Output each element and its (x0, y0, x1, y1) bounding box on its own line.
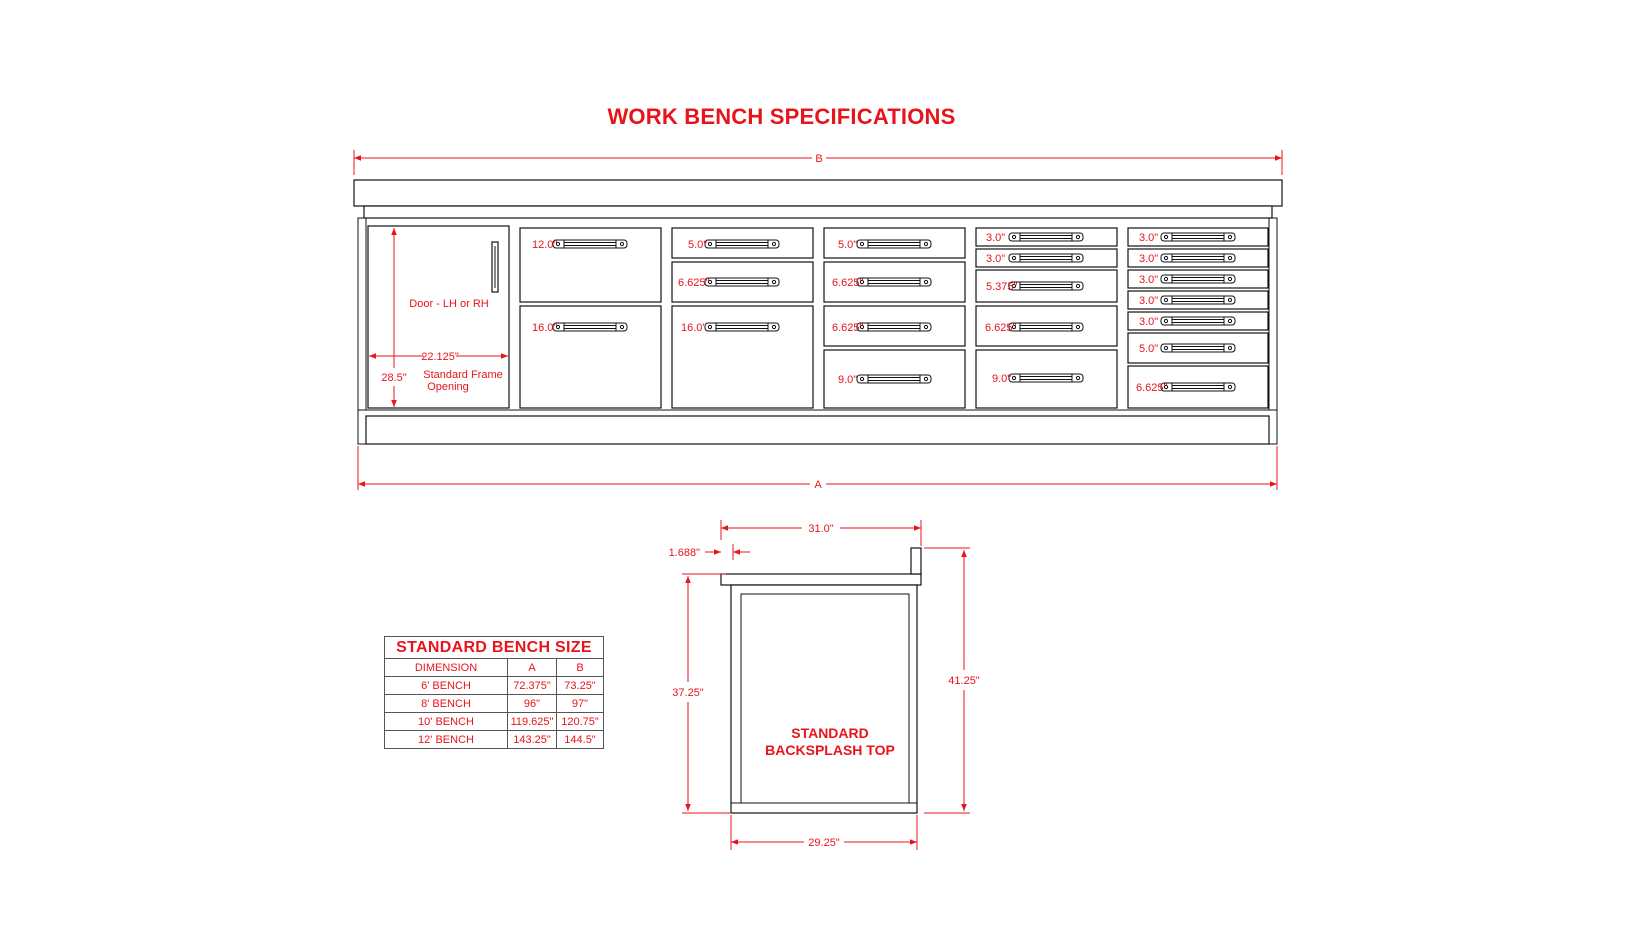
drawer-handle-icon (1160, 253, 1236, 263)
table-row: 10' BENCH 119.625" 120.75" (384, 712, 604, 731)
door-panel (367, 225, 510, 409)
drawer-handle-icon (856, 277, 932, 287)
drawer-height-label: 5.0" (1139, 343, 1158, 355)
drawer-handle-icon (1008, 253, 1084, 263)
drawer-handle-icon (704, 277, 780, 287)
drawer-height-label: 6.625" (832, 277, 864, 289)
side-view-drawing: 31.0" 1.688" STANDARD BACKSPLASH TOP 37.… (669, 520, 980, 850)
dimension-a-label: A (814, 479, 822, 491)
drawer-height-label: 6.625" (832, 322, 864, 334)
drawer-handle-icon (856, 374, 932, 384)
dimension-b-label: B (815, 153, 822, 165)
drawer-height-label: 9.0" (838, 374, 857, 386)
drawer-height-label: 3.0" (1139, 295, 1158, 307)
table-cell: 96" (507, 694, 557, 713)
base-kick (365, 415, 1270, 445)
height-label: 37.25" (672, 687, 704, 699)
frame-note-line1: Standard Frame (423, 369, 502, 381)
drawer-handle-icon (856, 239, 932, 249)
drawer-height-label: 5.0" (688, 239, 707, 251)
table-cell: 120.75" (556, 712, 604, 731)
drawer-height-label: 6.625" (985, 322, 1017, 334)
drawer-height-label: 5.375" (986, 281, 1018, 293)
drawer-handle-icon (552, 239, 628, 249)
depth-label: 31.0" (808, 523, 833, 535)
table-header: STANDARD BENCH SIZE (384, 636, 604, 659)
drawer-bay-5: 3.0" 3.0" 5.375" 6.625" 9.0" (975, 227, 1118, 409)
top-rail (363, 205, 1273, 219)
table-row: 6' BENCH 72.375" 73.25" (384, 676, 604, 695)
drawer-handle-icon (856, 322, 932, 332)
door-bay: Door - LH or RH 22.125" 28.5" Standard F… (367, 225, 510, 409)
table-cell: 12' BENCH (384, 730, 508, 749)
overhang-label: 1.688" (669, 547, 701, 559)
drawer-bay-3: 5.0" 6.625" 16.0" (671, 227, 814, 409)
drawer-handle-icon (704, 239, 780, 249)
drawer-height-label: 3.0" (1139, 316, 1158, 328)
drawer-height-label: 16.0" (681, 322, 706, 334)
drawer (671, 227, 814, 259)
column-header: DIMENSION (384, 658, 508, 677)
bench-top (353, 179, 1283, 207)
drawer-bay-2: 12.0" 16.0" (519, 227, 662, 409)
door-width-label: 22.125" (421, 351, 459, 363)
table-cell: 8' BENCH (384, 694, 508, 713)
drawer-height-label: 16.0" (532, 322, 557, 334)
drawer-height-label: 3.0" (986, 253, 1005, 265)
table-cell: 6' BENCH (384, 676, 508, 695)
drawer-height-label: 3.0" (1139, 274, 1158, 286)
drawer-bay-6: 3.0" 3.0" 3.0" 3.0" 3.0" 5.0" 6.625" (1127, 227, 1269, 409)
drawer (823, 349, 966, 409)
table-row: 12' BENCH 143.25" 144.5" (384, 730, 604, 749)
dimension-a: A (357, 446, 1278, 491)
drawer-handle-icon (1160, 382, 1236, 392)
side-top-slab (720, 573, 922, 586)
drawer-handle-icon (1160, 343, 1236, 353)
drawer-height-label: 5.0" (838, 239, 857, 251)
drawer-handle-icon (552, 322, 628, 332)
drawer-bay-4: 5.0" 6.625" 6.625" 9.0" (823, 227, 966, 409)
drawer-handle-icon (1160, 295, 1236, 305)
table-cell: 144.5" (556, 730, 604, 749)
frame-note-line2: Opening (427, 381, 469, 393)
door-label: Door - LH or RH (409, 298, 489, 310)
drawer-handle-icon (1160, 316, 1236, 326)
drawer-handle-icon (1008, 281, 1084, 291)
base-depth-label: 29.25" (808, 837, 840, 849)
column-header: B (556, 658, 604, 677)
drawer-handle-icon (1008, 322, 1084, 332)
drawer-height-label: 6.625" (1136, 382, 1168, 394)
drawer-handle-icon (1160, 274, 1236, 284)
overall-height-label: 41.25" (948, 675, 980, 687)
table-cell: 10' BENCH (384, 712, 508, 731)
table-cell: 73.25" (556, 676, 604, 695)
dimension-b: B (353, 150, 1283, 175)
table-cell: 97" (556, 694, 604, 713)
drawer-height-label: 3.0" (986, 232, 1005, 244)
side-label-line1: STANDARD (791, 725, 869, 741)
backsplash (910, 547, 922, 575)
table-cell: 143.25" (507, 730, 557, 749)
table-cell: 119.625" (507, 712, 557, 731)
drawer-handle-icon (1008, 232, 1084, 242)
drawer-handle-icon (704, 322, 780, 332)
drawer-height-label: 9.0" (992, 373, 1011, 385)
drawer-handle-icon (1160, 232, 1236, 242)
drawer-handle-icon (1008, 373, 1084, 383)
side-label-line2: BACKSPLASH TOP (765, 742, 895, 758)
drawer-height-label: 3.0" (1139, 232, 1158, 244)
door-height-label: 28.5" (381, 372, 406, 384)
table-row: 8' BENCH 96" 97" (384, 694, 604, 713)
table-cell: 72.375" (507, 676, 557, 695)
standard-bench-size-table: STANDARD BENCH SIZE DIMENSION A B 6' BEN… (384, 636, 604, 749)
column-header: A (507, 658, 557, 677)
side-cabinet (730, 584, 918, 814)
drawer-height-label: 3.0" (1139, 253, 1158, 265)
drawer-height-label: 6.625" (678, 277, 710, 289)
drawer-height-label: 12.0" (532, 239, 557, 251)
page-title: WORK BENCH SPECIFICATIONS (607, 104, 956, 129)
